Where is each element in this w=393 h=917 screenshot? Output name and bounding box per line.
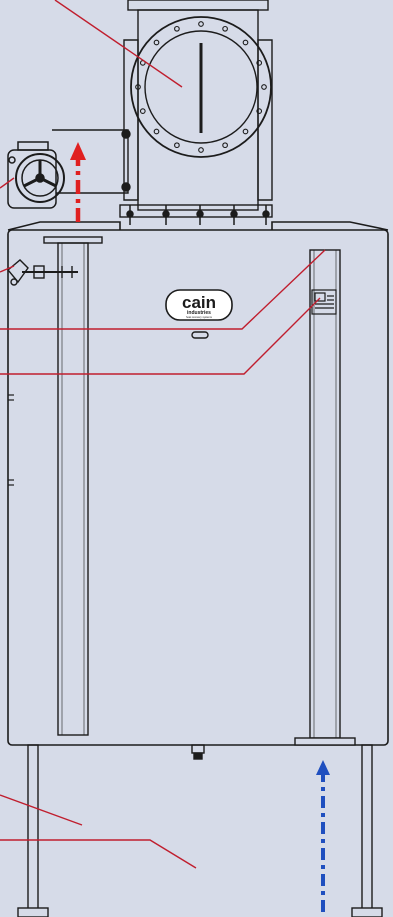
flange-bolt <box>242 39 249 46</box>
flange-bolt <box>242 128 249 135</box>
actuator-linkage <box>52 129 131 194</box>
flange-bolt <box>256 108 263 114</box>
flange-bolt <box>198 21 204 27</box>
flange-bolt <box>153 39 160 46</box>
nameplate <box>311 289 337 315</box>
logo-brand-name: cain <box>182 293 216 312</box>
flange-bolt <box>222 25 228 32</box>
leader-lines <box>0 0 326 869</box>
flange-bolt <box>153 128 160 135</box>
flange-bolt <box>261 84 267 90</box>
exhaust-outlet-flow-arrow <box>70 142 86 222</box>
leader-inlet-duct <box>54 0 183 88</box>
leader-logo <box>0 249 326 330</box>
heat-exchanger-tube-left <box>43 236 103 736</box>
logo-brand-line2: industries <box>187 310 211 316</box>
leader-nameplate <box>0 297 321 375</box>
manufacturer-logo: cain industries heat recovery systems <box>165 289 233 321</box>
leader-drain <box>0 839 197 869</box>
exhaust-inlet-flow-arrow <box>316 760 330 912</box>
support-legs <box>17 744 383 917</box>
flange-bolt <box>222 142 228 149</box>
logo-brand-tagline: heat recovery systems <box>186 315 213 319</box>
thermometer <box>7 259 78 286</box>
bypass-damper-actuator <box>7 141 65 209</box>
leader-tube <box>0 794 83 826</box>
left-wall-brackets <box>8 394 14 486</box>
inlet-duct-assembly <box>119 0 273 218</box>
flange-bolt <box>256 60 263 66</box>
inspection-port <box>191 331 209 339</box>
flange-bolt-ring <box>135 21 267 153</box>
drain-fitting <box>191 744 205 760</box>
flange-bolt <box>174 142 180 149</box>
flange-bolt <box>174 25 180 32</box>
flange-bolt <box>139 108 146 114</box>
leader-thermometer <box>0 265 15 273</box>
duct-base-bolts <box>126 205 270 225</box>
leader-actuator <box>0 177 15 189</box>
flange-bolt <box>198 147 204 153</box>
flange-bolt <box>135 84 141 90</box>
